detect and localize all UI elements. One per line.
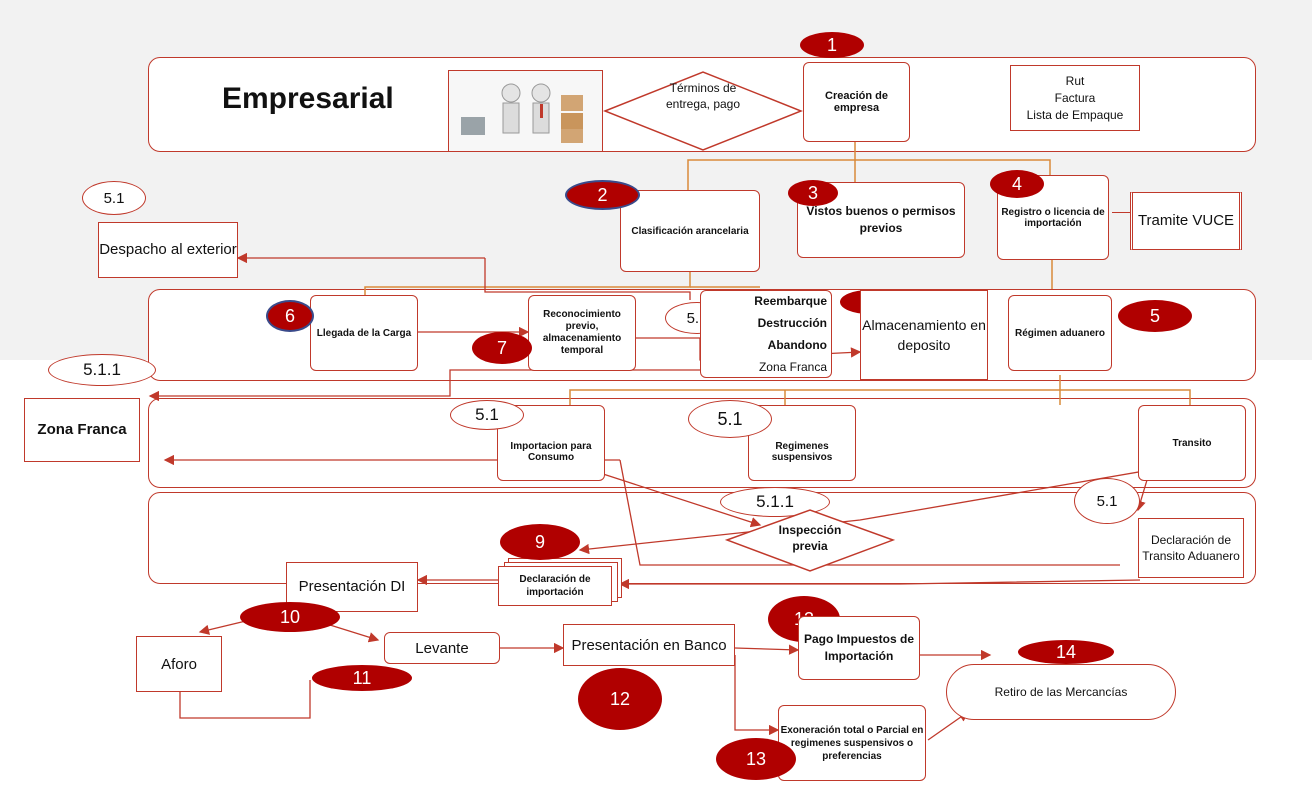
options-box: Reembarque Destrucción Abandono Zona Fra… (700, 290, 832, 378)
badge-7: 7 (472, 332, 532, 364)
arrow-to-vuce (1112, 212, 1130, 213)
retiro-mercancias-box: Retiro de las Mercancías (946, 664, 1176, 720)
badge-3: 3 (788, 180, 838, 206)
badge-13-exoneracion: 13 (716, 738, 796, 780)
badge-5: 5 (1118, 300, 1192, 332)
badge-6: 6 (266, 300, 314, 332)
oval-5-1-importacion: 5.1 (450, 400, 524, 430)
oval-5-1-1-left: 5.1.1 (48, 354, 156, 386)
badge-12: 12 (578, 668, 662, 730)
doc-lista-empaque: Lista de Empaque (1026, 107, 1124, 122)
doc-factura: Factura (1054, 90, 1096, 105)
declaracion-transito-box: Declaración de Transito Aduanero (1138, 518, 1244, 578)
badge-14: 14 (1018, 640, 1114, 664)
badge-9: 9 (500, 524, 580, 560)
transito-box: Transito (1138, 405, 1246, 481)
badge-4: 4 (990, 170, 1044, 198)
creacion-empresa-box: Creación de empresa (803, 62, 910, 142)
inspeccion-diamond (725, 509, 895, 572)
zona-franca-box: Zona Franca (24, 398, 140, 462)
oval-5-1-regimenes: 5.1 (688, 400, 772, 438)
tramite-vuce-box: Tramite VUCE (1130, 192, 1242, 250)
handshake-image (448, 70, 603, 152)
clasificacion-box: Clasificación arancelaria (620, 190, 760, 272)
llegada-carga-box: Llegada de la Carga (310, 295, 418, 371)
section-title: Empresarial (222, 82, 394, 115)
oval-5-1-top: 5.1 (82, 181, 146, 215)
inspeccion-label: Inspección previa (778, 523, 842, 553)
documents-box: Rut Factura Lista de Empaque (1010, 65, 1140, 131)
reconocimiento-box: Reconocimiento previo, almacenamiento te… (528, 295, 636, 371)
handshake-icon (460, 83, 583, 143)
badge-1: 1 (800, 32, 864, 58)
option-abandono: Abandono (767, 338, 827, 352)
option-zona-franca: Zona Franca (758, 360, 827, 374)
exoneracion-box: Exoneración total o Parcial en regimenes… (778, 705, 926, 781)
levante-box: Levante (384, 632, 500, 664)
registro-licencia-box: Registro o licencia de importación (997, 175, 1109, 260)
terminos-label: Términos de entrega, pago (665, 81, 741, 111)
despacho-exterior-box: Despacho al exterior (98, 222, 238, 278)
badge-2: 2 (565, 180, 640, 210)
badge-11: 11 (312, 665, 412, 691)
almacenamiento-box: Almacenamiento en deposito (860, 290, 988, 380)
badge-10: 10 (240, 602, 340, 632)
declaracion-importacion-box: Declaración de importación (498, 566, 612, 606)
presentacion-banco-box: Presentación en Banco (563, 624, 735, 666)
regimen-aduanero-box: Régimen aduanero (1008, 295, 1112, 371)
doc-rut: Rut (1065, 73, 1085, 88)
aforo-box: Aforo (136, 636, 222, 692)
option-reembarque: Reembarque (754, 294, 827, 308)
oval-5-1-right: 5.1 (1074, 478, 1140, 524)
terminos-diamond (603, 71, 803, 151)
option-destruccion: Destrucción (757, 316, 827, 330)
pago-impuestos-box: Pago Impuestos de Importación (798, 616, 920, 680)
